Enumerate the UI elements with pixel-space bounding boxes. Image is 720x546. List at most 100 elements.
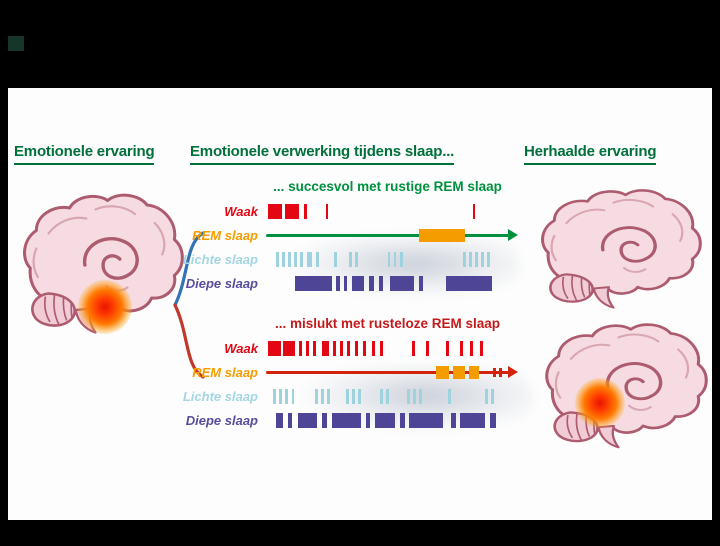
- sleep-segment: [489, 413, 496, 428]
- sleep-segment: [291, 389, 295, 404]
- sleep-segment: [487, 252, 491, 267]
- sleep-segment: [321, 341, 330, 356]
- sleep-segment: [340, 341, 344, 356]
- sleep-segment: [279, 389, 283, 404]
- hypnogram-failure: ... mislukt met rusteloze REM slaap Waak…: [176, 316, 518, 437]
- curly-brace: [173, 231, 205, 379]
- heading-emotional-experience: Emotionele ervaring: [14, 143, 155, 166]
- sleep-segment: [354, 252, 358, 267]
- hypnogram-row-lichte-slaap: Lichte slaap: [176, 389, 516, 404]
- sleep-segment: [268, 204, 282, 219]
- sleep-segment: [445, 341, 449, 356]
- row-track: [266, 276, 509, 291]
- hypnogram-row-diepe-slaap: Diepe slaap: [176, 276, 516, 291]
- rem-arrow-head: [508, 229, 518, 241]
- sleep-segment: [369, 276, 375, 291]
- sleep-segment: [303, 204, 307, 219]
- brain-right-top: [524, 186, 706, 314]
- hypnogram-success: ... succesvol met rustige REM slaap Waak…: [176, 179, 518, 300]
- brain-left: [6, 190, 188, 340]
- sleep-segment: [348, 252, 352, 267]
- sleep-segment: [419, 276, 423, 291]
- sleep-segment: [413, 389, 416, 404]
- sleep-segment: [386, 389, 390, 404]
- hypnogram-row-rem-slaap: REM slaap: [176, 228, 518, 243]
- sleep-segment: [315, 252, 319, 267]
- sleep-segment: [347, 341, 351, 356]
- sleep-segment: [354, 341, 358, 356]
- sleep-segment: [411, 341, 415, 356]
- hypnogram-row-waak: Waak: [176, 204, 516, 219]
- sleep-segment: [358, 389, 362, 404]
- sleep-segment: [468, 252, 472, 267]
- row-track: [266, 365, 518, 380]
- sleep-segment: [352, 276, 365, 291]
- sleep-segment: [448, 389, 452, 404]
- row-track: [266, 341, 509, 356]
- brain-right-bottom: [528, 320, 712, 454]
- rem-arrow-head: [508, 366, 518, 378]
- sleep-segment: [298, 341, 302, 356]
- row-label: Diepe slaap: [185, 413, 258, 428]
- sleep-segment: [490, 389, 494, 404]
- row-label: REM slaap: [192, 228, 258, 243]
- brace-bottom: [173, 303, 205, 379]
- sleep-segment: [343, 276, 348, 291]
- sleep-segment: [419, 389, 422, 404]
- sleep-segment: [426, 341, 430, 356]
- sleep-segment: [300, 252, 303, 267]
- sleep-segment: [285, 389, 289, 404]
- rem-arrow-line: [266, 370, 509, 374]
- sleep-segment: [472, 204, 476, 219]
- hypnogram-row-lichte-slaap: Lichte slaap: [176, 252, 516, 267]
- sleep-segment: [275, 252, 279, 267]
- row-label: Lichte slaap: [182, 389, 258, 404]
- sleep-segment: [352, 389, 356, 404]
- sleep-segment: [406, 389, 410, 404]
- sleep-segment: [393, 252, 397, 267]
- sleep-segment: [285, 204, 299, 219]
- row-track: [266, 413, 509, 428]
- sleep-segment: [479, 341, 483, 356]
- hypnogram-row-rem-slaap: REM slaap: [176, 365, 518, 380]
- panel-title-failure: ... mislukt met rusteloze REM slaap: [274, 316, 501, 331]
- sleep-segment: [332, 341, 336, 356]
- sleep-segment: [460, 413, 485, 428]
- sleep-segment: [321, 413, 327, 428]
- arrow-dash: [499, 368, 502, 377]
- sleep-segment: [273, 389, 277, 404]
- sleep-segment: [336, 276, 341, 291]
- sleep-segment: [334, 252, 337, 267]
- brace-top: [173, 231, 205, 307]
- sleep-segment: [268, 341, 281, 356]
- row-label: Waak: [224, 204, 258, 219]
- sleep-segment: [462, 252, 466, 267]
- sleep-segment: [297, 413, 318, 428]
- row-label: Diepe slaap: [185, 276, 258, 291]
- heading-processing-during-sleep: Emotionele verwerking tijdens slaap...: [190, 143, 454, 166]
- row-track: [266, 389, 509, 404]
- sleep-segment: [375, 413, 395, 428]
- row-track: [266, 228, 518, 243]
- sleep-segment: [380, 389, 384, 404]
- sleep-segment: [450, 413, 456, 428]
- sleep-segment: [287, 413, 292, 428]
- row-track: [266, 252, 509, 267]
- sleep-segment: [346, 389, 350, 404]
- brain-illustration: [524, 186, 706, 314]
- sleep-segment: [307, 252, 313, 267]
- sleep-segment: [363, 341, 367, 356]
- rem-arrow-line: [266, 233, 509, 237]
- sleep-segment: [331, 413, 361, 428]
- amygdala-glow-icon: [78, 280, 132, 334]
- row-label: Lichte slaap: [182, 252, 258, 267]
- sleep-segment: [419, 229, 466, 242]
- sleep-segment: [460, 341, 464, 356]
- amygdala-glow-icon: [575, 378, 625, 428]
- sleep-segment: [295, 276, 332, 291]
- hypnogram-row-waak: Waak: [176, 341, 516, 356]
- arrow-dash: [493, 368, 496, 377]
